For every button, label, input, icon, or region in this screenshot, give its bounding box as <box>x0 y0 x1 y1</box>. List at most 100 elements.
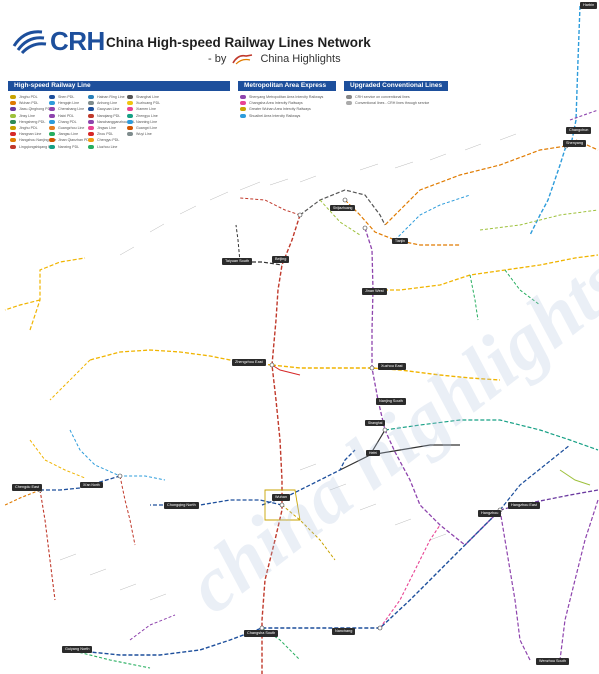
legend-upgraded-item-1: Conventional lines - CRH lines through s… <box>346 101 429 106</box>
legend-label: Changsha Area Intercity Railways <box>249 101 303 106</box>
legend-high-speed-item-1: Wuhan PDL <box>10 101 38 106</box>
legend-metro-item-3: Shuaibei Area Intercity Railways <box>240 114 300 119</box>
legend-swatch-icon <box>88 126 94 131</box>
legend-swatch-icon <box>10 119 16 124</box>
legend-swatch-icon <box>88 144 94 149</box>
line-sichuan-loop <box>29 439 86 479</box>
station-shanghai: Shanghai <box>365 420 386 426</box>
line-coastal-south <box>499 509 531 661</box>
legend-high-speed-item-22: Nanchangganzhou PDL <box>88 120 135 125</box>
line-zhengzhou-xuzhou-red <box>271 364 301 376</box>
legend-label: Jingwu Line <box>97 126 116 130</box>
legend-label: Xiamen Line <box>136 107 156 112</box>
legend-label: Shen PDL <box>58 95 75 99</box>
legend-high-speed-item-31: Nanning Line <box>127 120 157 125</box>
legend-label: Haixi PDL <box>58 113 74 118</box>
legend-label: Guangzhou Line <box>58 126 85 130</box>
line-shanghai-kunming <box>69 509 501 656</box>
legend-high-speed-item-9: Shen PDL <box>49 95 74 100</box>
legend-high-speed-item-3: Jinsy Line <box>10 114 35 119</box>
legend-upgraded-item-0: CRH service on conventional lines <box>346 95 410 100</box>
line-huning <box>384 419 599 451</box>
station-xuzhou-east: Xuzhou East <box>378 363 406 370</box>
line-tianjin-qinhuangdao <box>394 194 471 241</box>
legend-high-speed-item-33: Wuyi Line <box>127 132 152 137</box>
line-shandong-loop <box>469 269 541 321</box>
legend-label: Chenshang Line <box>58 107 85 112</box>
byline-prefix: - by <box>208 53 227 65</box>
station-harbin: Harbin <box>580 2 598 9</box>
line-northeast-coastal <box>384 139 599 226</box>
legend-label: Hangnan Line <box>19 132 42 137</box>
legend-label: Jinghu PDL <box>19 95 38 99</box>
station-guiyang-north: Guiyang North <box>62 646 93 653</box>
station-shenyang: Shenyang <box>563 140 587 147</box>
legend-swatch-icon <box>88 113 94 118</box>
line-chengdu-west <box>4 489 41 506</box>
line-chengdu-lanzhou <box>69 429 166 481</box>
line-nanchang-fuzhou <box>379 524 441 629</box>
legend-high-speed-item-8: Lingqiongshiqang PDL <box>10 145 55 150</box>
legend-high-speed-item-12: Haixi PDL <box>49 114 74 119</box>
station-chongqing-north: Chongqing North <box>164 502 199 509</box>
station-hangzhou-east: Hangzhou East <box>508 502 540 509</box>
legend-high-speed-item-5: Jinghu PDL <box>10 126 38 131</box>
byline-brand: China Highlights <box>260 53 341 65</box>
legend-high-speed-item-20: Gaoyuan Line <box>88 107 119 112</box>
legend-label: CRH service on conventional lines <box>355 95 410 99</box>
legend-swatch-icon <box>127 101 133 106</box>
legend-swatch-icon <box>49 138 55 143</box>
legend-label: Jinsy Line <box>19 113 35 118</box>
legend-swatch-icon <box>49 107 55 112</box>
legend-swatch-icon <box>127 95 133 100</box>
legend-label: Conventional lines - CRH lines through s… <box>355 101 430 106</box>
legend-label: Hainan Ring Line <box>97 95 125 99</box>
legend-swatch-icon <box>346 95 352 100</box>
legend-label: Zhengyu Line <box>136 113 158 118</box>
legend-high-speed-item-29: Xiamen Line <box>127 107 156 112</box>
station-tianjin: Tianjin <box>392 238 408 244</box>
legend-swatch-icon <box>346 101 352 106</box>
legend-label: Greater Wuhan Area Intercity Railways <box>249 107 311 112</box>
legend-high-speed-item-14: Guangzhou Line <box>49 126 84 131</box>
legend-high-speed-item-26: Liuzhou Line <box>88 145 117 150</box>
legend-label: Shenyang Metropolitan Area Intercity Rai… <box>249 95 324 99</box>
legend-swatch-icon <box>88 119 94 124</box>
line-xian-baoji <box>49 359 91 401</box>
legend-label: Anhong Line <box>97 101 118 106</box>
legend-swatch-icon <box>10 101 16 106</box>
line-wuhan-xianning <box>281 504 336 561</box>
legend-swatch-icon <box>88 101 94 106</box>
station-nanjing-south: Nanjing South <box>376 398 406 405</box>
line-shanghai-nanjing-black <box>369 444 460 456</box>
legend-high-speed-item-10: Hengqin Line <box>49 101 79 106</box>
legend-swatch-icon <box>127 113 133 118</box>
legend-label: Shanghai Line <box>136 95 159 99</box>
legend-label: Lingqiongshiqang PDL <box>19 144 56 149</box>
legend-metro-item-2: Greater Wuhan Area Intercity Railways <box>240 107 311 112</box>
station-changsha-south: Changsha South <box>244 630 279 637</box>
legend-swatch-icon <box>49 95 55 100</box>
legend-swatch-icon <box>49 113 55 118</box>
legend-high-speed-item-32: Guangxi Line <box>127 126 157 131</box>
line-north-coast <box>479 209 599 231</box>
line-east-coast-green <box>559 469 591 486</box>
legend-high-speed-item-28: Xuzhuang PDL <box>127 101 160 106</box>
junction-dots <box>37 143 569 653</box>
station-changchun: Changchun <box>566 127 592 134</box>
station-beijing: Beijing <box>272 256 290 263</box>
legend-swatch-icon <box>88 107 94 112</box>
legend-high-speed-item-21: Nanqiang PDL <box>88 114 120 119</box>
legend-swatch-icon <box>127 119 133 124</box>
line-changchun-jilin <box>569 109 599 121</box>
line-beijing-shanghai <box>364 227 501 546</box>
legend-high-speed-item-18: Hainan Ring Line <box>88 95 125 100</box>
legend-swatch-icon <box>49 119 55 124</box>
legend-label: Jinghu PDL <box>19 126 38 130</box>
legend-high-speed-item-6: Hangnan Line <box>10 132 41 137</box>
logo-text: CRH <box>50 26 105 56</box>
line-lanzhou-xinjiang <box>4 257 86 331</box>
legend-label: Nanchangganzhou PDL <box>97 119 136 124</box>
line-beijing-guangzhou <box>261 214 301 674</box>
